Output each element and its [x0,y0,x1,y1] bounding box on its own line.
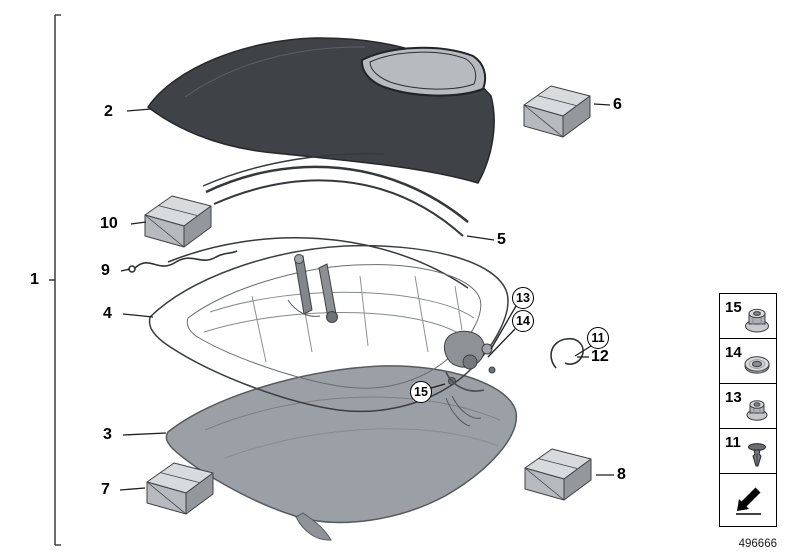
seal-rails[interactable] [167,152,469,289]
callout-8[interactable]: 8 [617,466,626,483]
legend-item-15-label: 15 [725,299,742,316]
parts-box-8[interactable] [524,448,592,501]
flange-nut-icon [742,304,772,334]
fasteners-legend: 15 14 [719,293,777,527]
callout-10[interactable]: 10 [100,215,118,232]
frame-center-mechanism [287,254,338,323]
callout-circle-15[interactable]: 15 [410,381,432,403]
callout-2[interactable]: 2 [104,103,113,120]
legend-item-13-label: 13 [725,389,742,406]
legend-item-11-label: 11 [725,434,741,451]
callout-circle-13[interactable]: 13 [512,287,534,309]
legend-item-15[interactable]: 15 [719,293,777,339]
callout-7[interactable]: 7 [101,481,110,498]
frame-drive-mechanism [443,330,496,427]
cable-12[interactable] [550,337,584,369]
callout-1[interactable]: 1 [30,271,39,288]
tension-cable-9[interactable] [128,250,238,273]
legend-item-14-label: 14 [725,344,742,361]
assembly-bracket-line [54,14,61,546]
callout-circle-14[interactable]: 14 [512,310,534,332]
parts-box-6[interactable] [523,85,591,138]
callout-12[interactable]: 12 [591,348,609,365]
legend-item-direction[interactable] [719,473,777,527]
hex-nut-icon [742,394,772,424]
callout-6[interactable]: 6 [613,96,622,113]
expanding-rivet-icon [742,439,772,469]
legend-item-14[interactable]: 14 [719,338,777,384]
callout-5[interactable]: 5 [497,231,506,248]
parts-box-7[interactable] [146,462,214,515]
callout-9[interactable]: 9 [101,262,110,279]
legend-item-13[interactable]: 13 [719,383,777,429]
leader-lines [49,103,614,491]
legend-item-11[interactable]: 11 [719,428,777,474]
grommet-icon [742,349,772,379]
roof-cover[interactable] [146,37,495,184]
callout-4[interactable]: 4 [103,305,112,322]
direction-arrow-icon [733,483,765,517]
rear-window [360,46,487,97]
drawing-number: 496666 [738,538,777,550]
frame-assembly[interactable] [148,244,509,427]
parts-box-10[interactable] [144,195,212,248]
callout-3[interactable]: 3 [103,426,112,443]
headliner[interactable] [165,365,518,541]
callout-circle-11[interactable]: 11 [587,327,609,349]
